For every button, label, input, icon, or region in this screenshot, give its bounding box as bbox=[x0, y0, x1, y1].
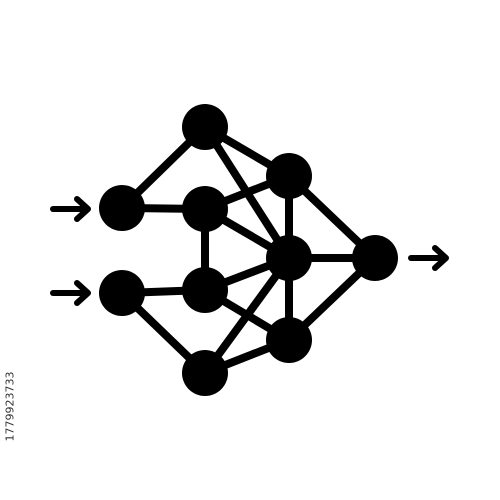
output-node bbox=[352, 235, 398, 281]
hidden1-node-2 bbox=[182, 186, 228, 232]
connections bbox=[118, 123, 379, 377]
nodes bbox=[99, 104, 398, 396]
hidden1-node-4 bbox=[182, 350, 228, 396]
hidden2-node-2 bbox=[266, 235, 312, 281]
input-node-2 bbox=[99, 270, 145, 316]
hidden2-node-3 bbox=[266, 317, 312, 363]
input-node-1 bbox=[99, 185, 145, 231]
arrow-right-icon bbox=[50, 280, 91, 306]
arrow-right-icon bbox=[408, 245, 449, 271]
arrow-right-icon bbox=[50, 196, 91, 222]
hidden1-node-1 bbox=[182, 104, 228, 150]
hidden1-node-3 bbox=[182, 267, 228, 313]
hidden2-node-1 bbox=[266, 153, 312, 199]
edge-h1d-h2b bbox=[201, 254, 293, 377]
arrows bbox=[50, 196, 449, 306]
